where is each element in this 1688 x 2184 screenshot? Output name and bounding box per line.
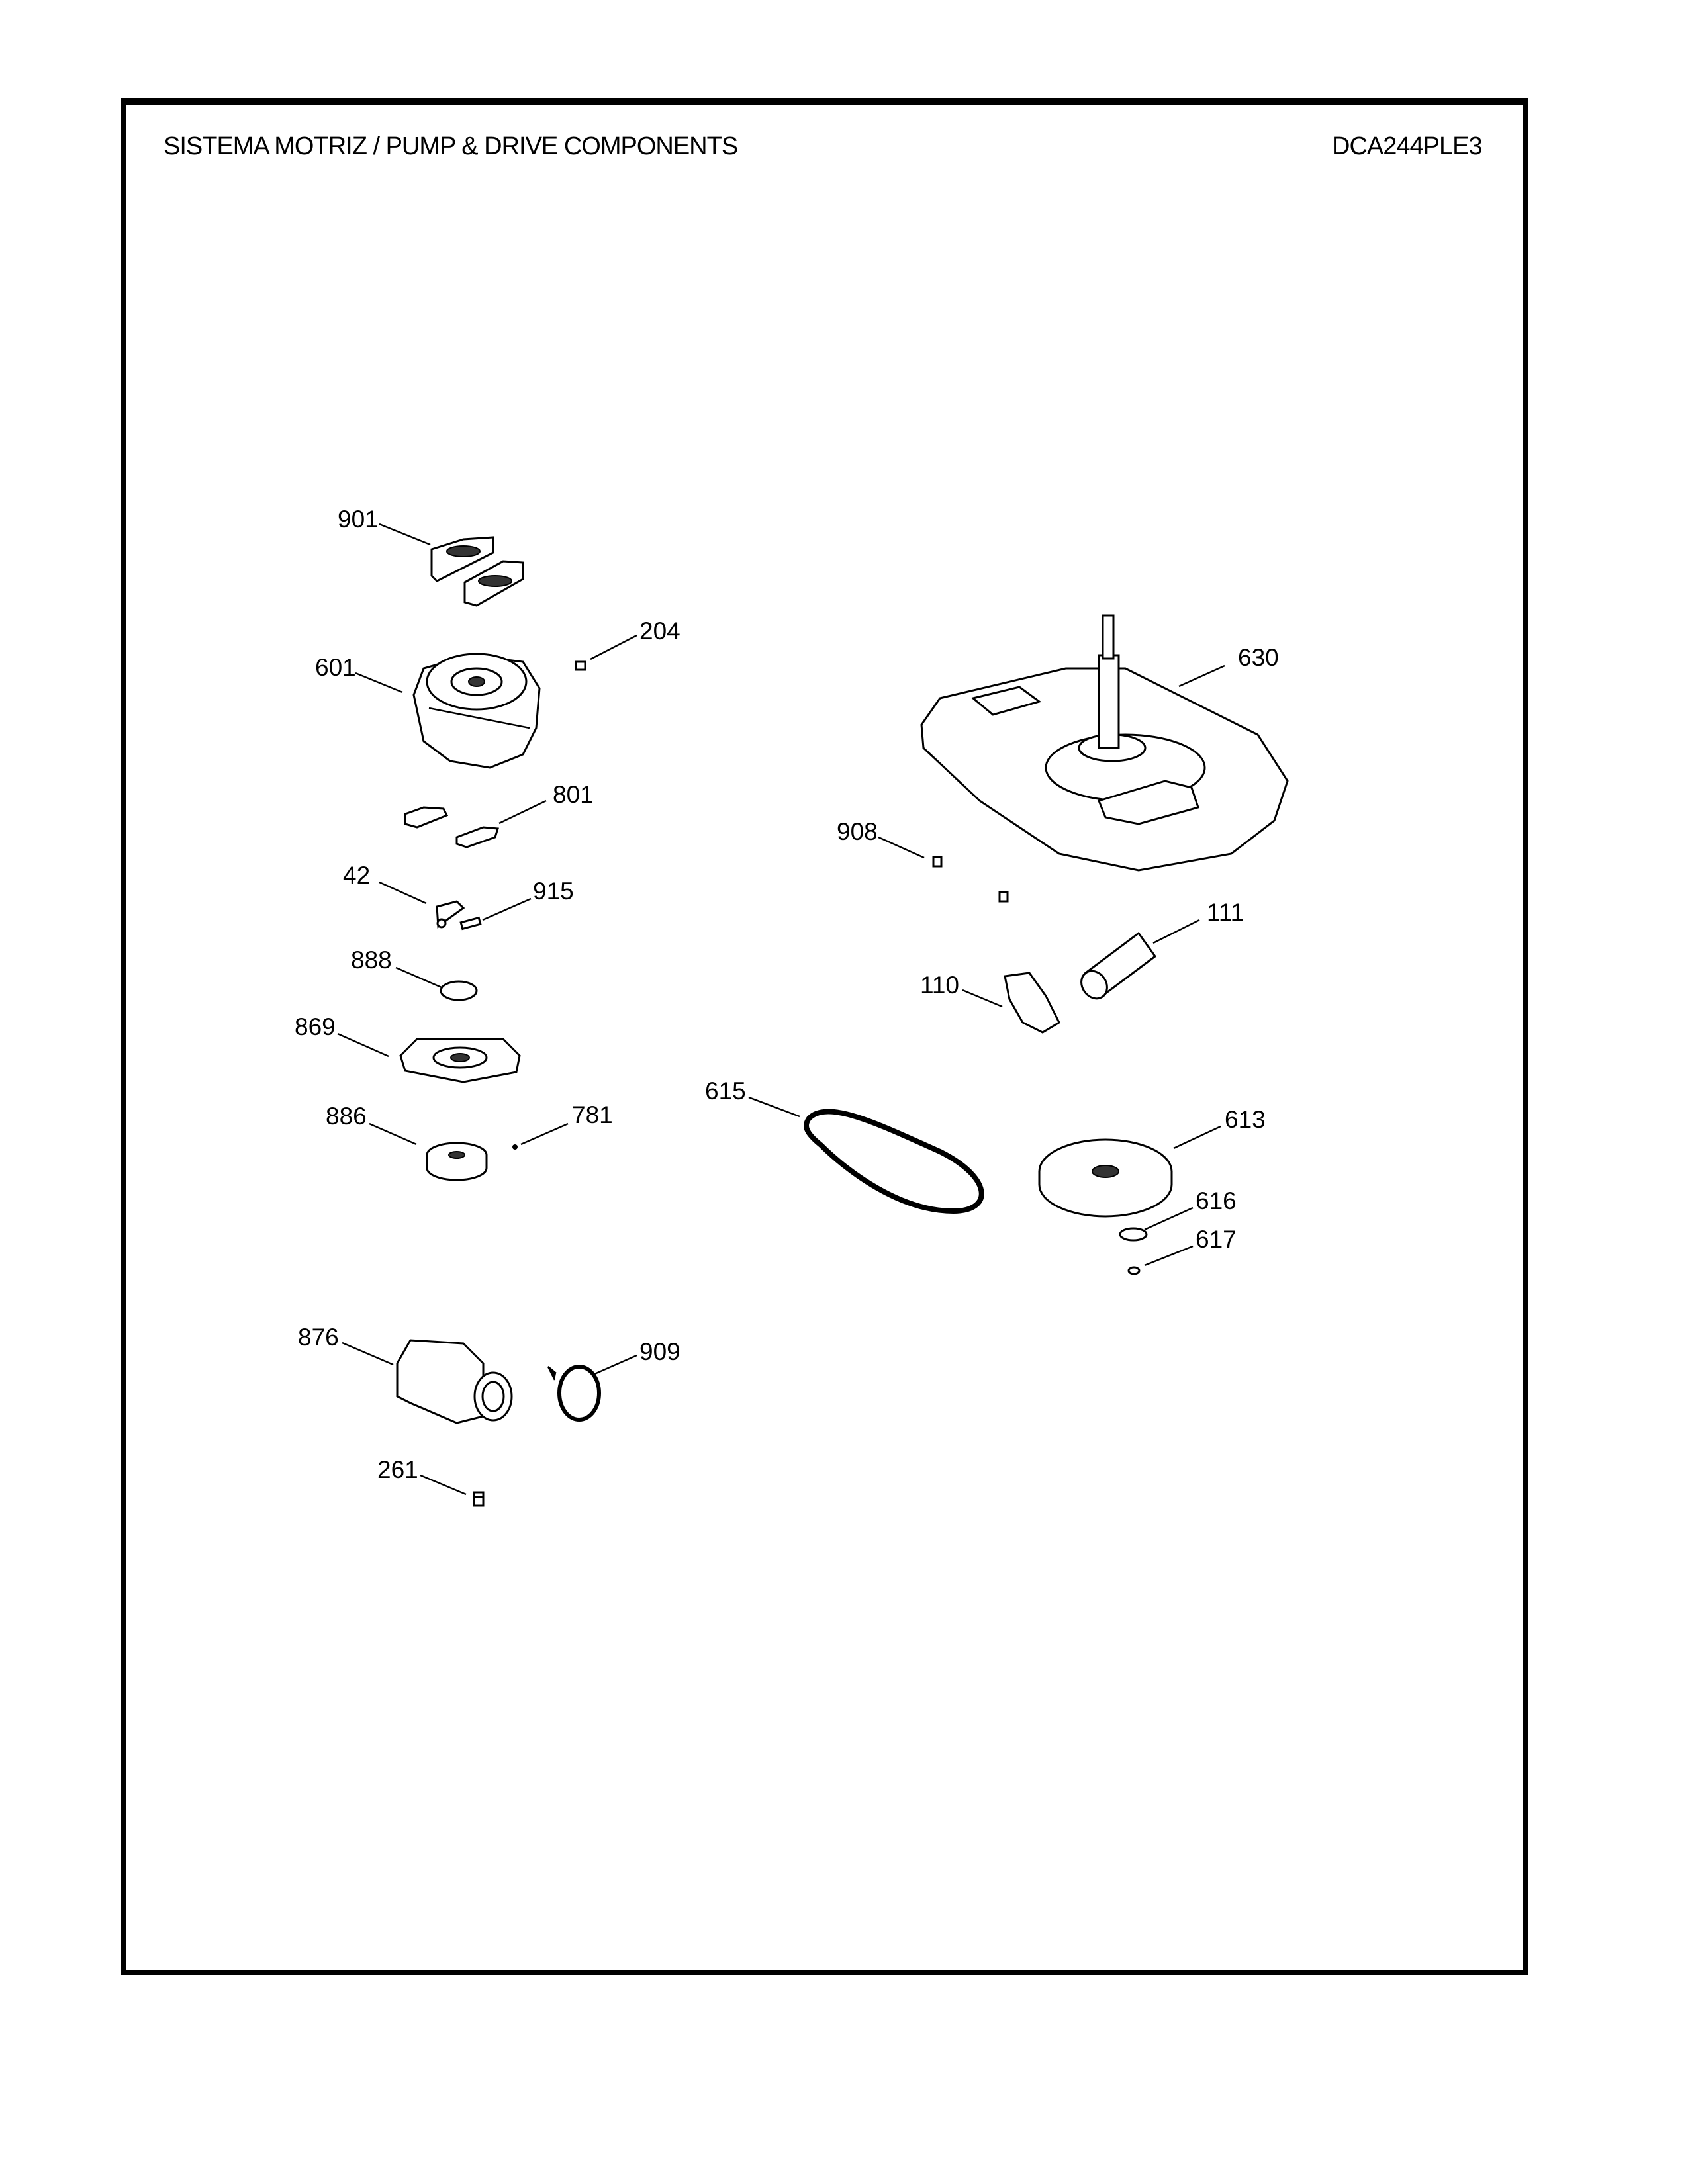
part-801-brackets <box>404 806 499 848</box>
part-909-hose-clamp <box>547 1365 601 1422</box>
part-908-clip <box>932 856 943 868</box>
part-615-belt <box>804 1109 984 1214</box>
page-border <box>121 98 1528 1975</box>
callout-781: 781 <box>572 1101 613 1128</box>
part-630-base-plate-transmission <box>920 614 1289 872</box>
diagram-title: SISTEMA MOTRIZ / PUMP & DRIVE COMPONENTS <box>164 132 738 160</box>
part-901-motor-mounts <box>430 536 524 607</box>
callout-909: 909 <box>639 1338 680 1365</box>
callout-908: 908 <box>837 818 878 845</box>
callout-886: 886 <box>326 1103 367 1130</box>
part-111-capacitor <box>1080 931 1157 1000</box>
part-915-pin <box>459 916 482 931</box>
part-908-clip-2 <box>998 891 1009 903</box>
part-869-fan <box>399 1038 521 1083</box>
model-number: DCA244PLE3 <box>1332 132 1483 160</box>
callout-915: 915 <box>533 878 574 905</box>
callout-888: 888 <box>351 946 392 974</box>
part-781-ball <box>512 1144 518 1150</box>
leader-lines <box>337 523 1225 1496</box>
callout-261: 261 <box>377 1456 418 1483</box>
callout-110: 110 <box>920 972 959 999</box>
part-601-motor <box>412 653 541 769</box>
callout-616: 616 <box>1196 1187 1237 1214</box>
part-617-ring <box>1127 1266 1141 1275</box>
callout-617: 617 <box>1196 1226 1237 1253</box>
callout-601: 601 <box>315 654 356 681</box>
part-42-clutch-lever <box>436 900 465 929</box>
callout-801: 801 <box>553 781 594 808</box>
callout-615: 615 <box>705 1077 746 1105</box>
part-110-capacitor-strap <box>1004 972 1060 1034</box>
part-261-screw <box>473 1491 485 1507</box>
part-876-drain-pump <box>396 1339 513 1424</box>
callout-42: 42 <box>343 862 371 889</box>
callout-111: 111 <box>1207 899 1244 926</box>
callout-630: 630 <box>1238 644 1279 671</box>
callout-876: 876 <box>298 1324 339 1351</box>
callout-901: 901 <box>338 506 379 533</box>
part-886-motor-pulley <box>426 1142 488 1181</box>
callout-613: 613 <box>1225 1106 1266 1133</box>
part-888-washer <box>440 980 478 1001</box>
part-613-transmission-pulley <box>1038 1138 1173 1218</box>
callout-869: 869 <box>295 1013 336 1040</box>
part-204-clip <box>575 660 586 671</box>
part-616-washer <box>1119 1227 1148 1242</box>
callout-204: 204 <box>639 617 680 645</box>
